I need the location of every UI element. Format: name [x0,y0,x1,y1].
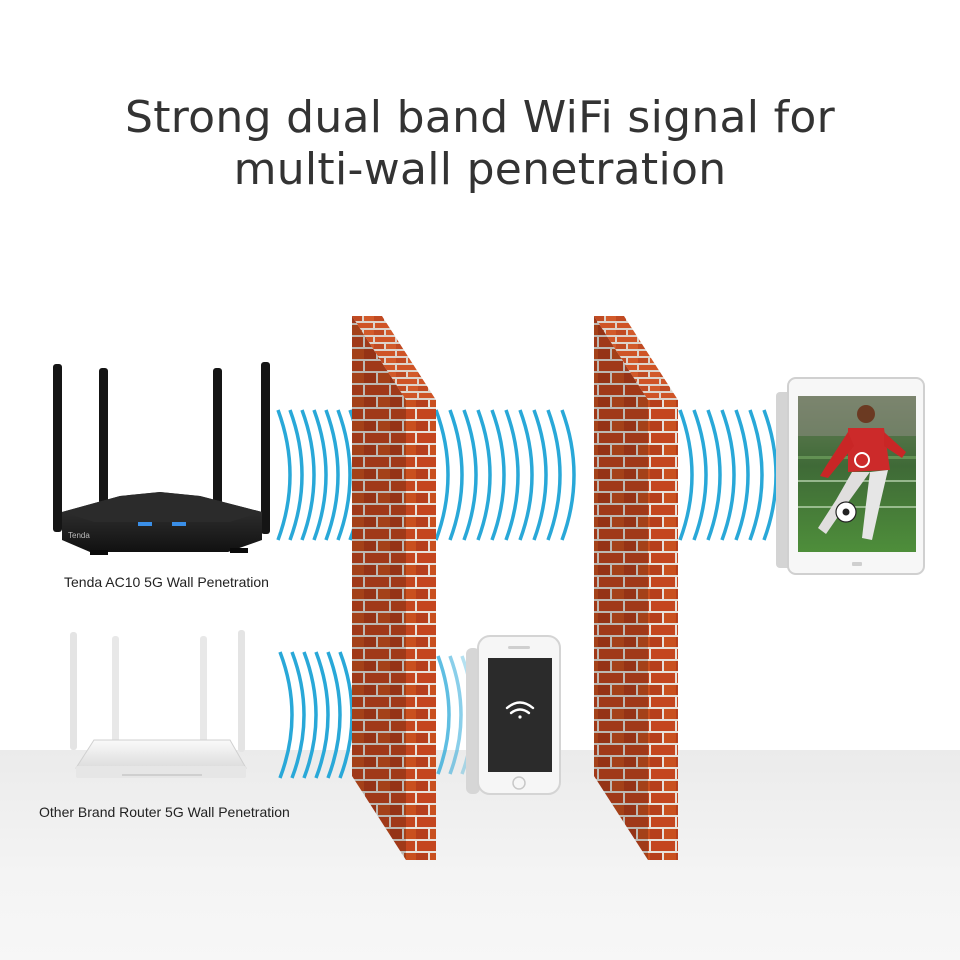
tenda-logo: Tenda [68,531,90,540]
brick-wall-2 [594,316,678,860]
tenda-router [53,362,270,555]
wifi-icon [505,701,535,719]
tenda-signal-waves [276,409,778,541]
tablet [776,377,925,575]
brick-wall-1 [352,316,436,860]
home-button-icon [512,776,526,790]
other-router [70,630,247,778]
page-title: Strong dual band WiFi signal for multi-w… [0,92,960,196]
smartphone [466,635,561,795]
other-router-caption: Other Brand Router 5G Wall Penetration [39,804,290,820]
title-line-2: multi-wall penetration [233,144,727,195]
tenda-router-caption: Tenda AC10 5G Wall Penetration [64,574,269,590]
title-line-1: Strong dual band WiFi signal for [124,92,836,143]
